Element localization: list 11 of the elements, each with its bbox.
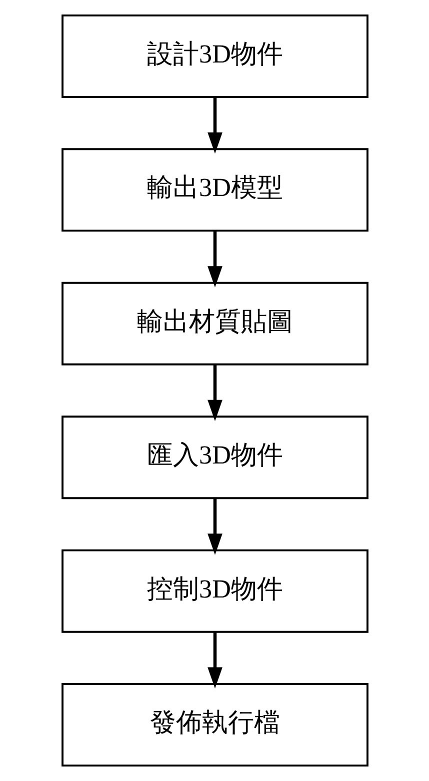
arrow	[207, 364, 222, 422]
node-box: 設計3D物件	[61, 14, 368, 98]
arrow	[207, 230, 222, 288]
node-box: 匯入3D物件	[61, 416, 368, 500]
arrow	[207, 632, 222, 689]
arrow	[207, 96, 222, 154]
node-box: 控制3D物件	[61, 549, 368, 633]
node-box: 發佈執行檔	[61, 683, 368, 767]
arrow	[207, 498, 222, 555]
node-box: 輸出3D模型	[61, 148, 368, 232]
node-box: 輸出材質貼圖	[61, 282, 368, 366]
